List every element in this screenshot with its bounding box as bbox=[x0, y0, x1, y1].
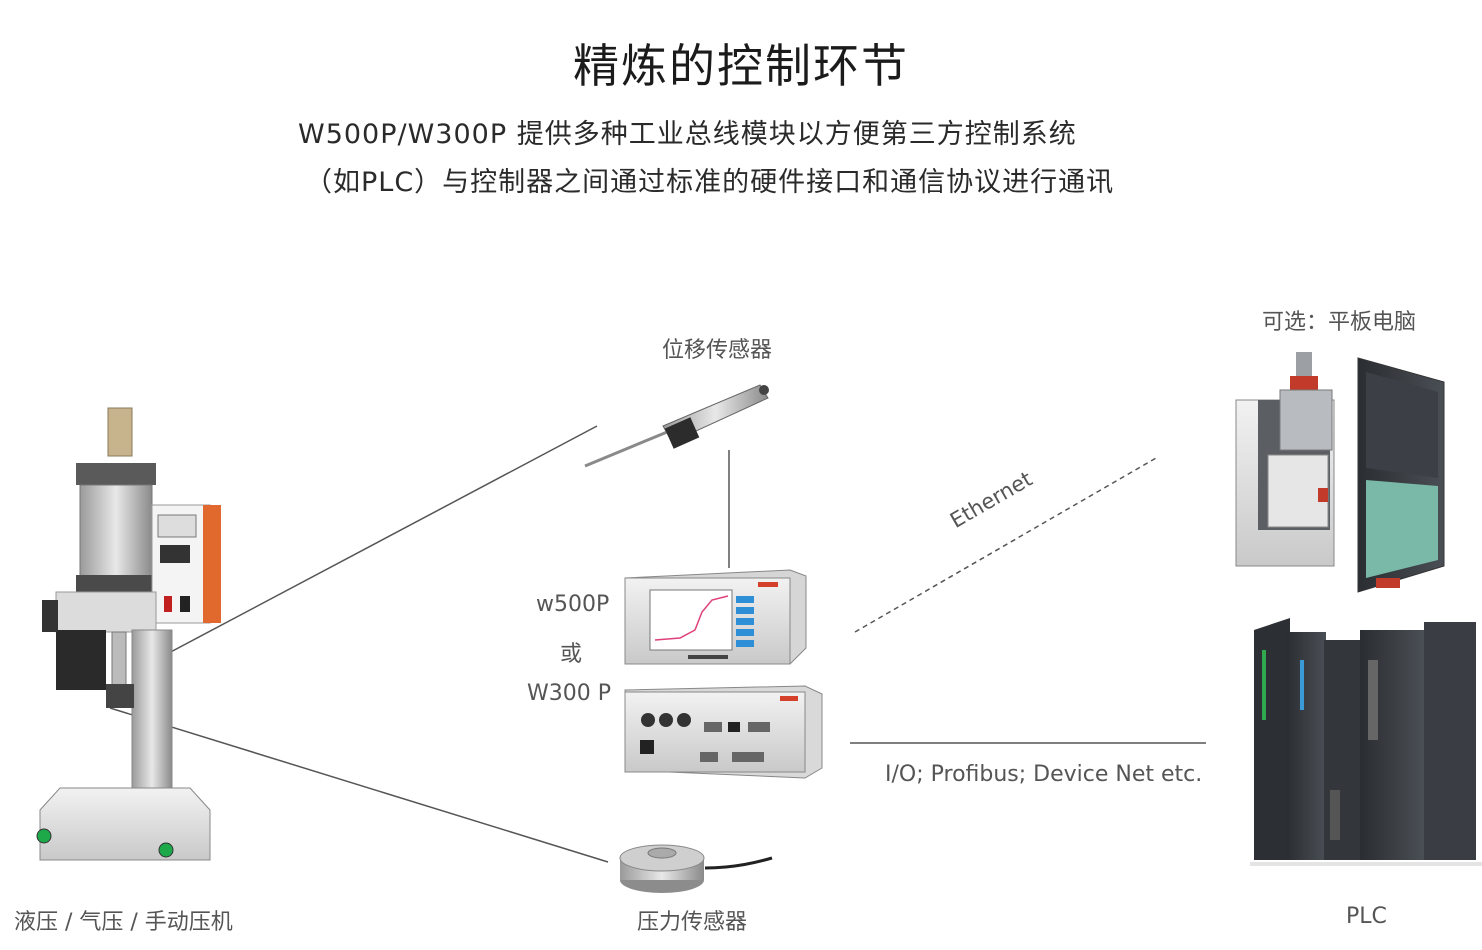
controller-w500p-label: w500P bbox=[536, 592, 610, 617]
plc-label: PLC bbox=[1346, 904, 1387, 929]
tablet-label: 可选：平板电脑 bbox=[1262, 310, 1417, 335]
press-machine-image bbox=[36, 407, 221, 861]
force-sensor-label: 压力传感器 bbox=[637, 910, 748, 935]
force-sensor-image bbox=[619, 844, 773, 893]
controller-w300p-label: W300 P bbox=[527, 681, 612, 706]
tablet-image bbox=[1235, 352, 1445, 593]
w500p-controller-image bbox=[624, 569, 807, 665]
fieldbus-label: I/O; Profibus; Device Net etc. bbox=[885, 762, 1203, 787]
press-label: 液压 / 气压 / 手动压机 bbox=[14, 910, 233, 935]
subtitle-line-1: W500P/W300P 提供多种工业总线模块以方便第三方控制系统 bbox=[298, 119, 1077, 150]
press-to-displacement-line bbox=[164, 425, 598, 656]
subtitle-line-2: （如PLC）与控制器之间通过标准的硬件接口和通信协议进行通讯 bbox=[305, 167, 1115, 198]
ethernet-line bbox=[854, 457, 1157, 633]
w300p-controller-image bbox=[624, 685, 823, 779]
controller-or-label: 或 bbox=[560, 642, 583, 667]
displacement-sensor-label: 位移传感器 bbox=[662, 338, 773, 363]
connection-lines bbox=[109, 425, 1206, 863]
plc-image bbox=[1250, 618, 1482, 866]
press-to-force-line bbox=[109, 707, 609, 863]
page-title: 精炼的控制环节 bbox=[573, 39, 909, 93]
displacement-sensor-image bbox=[584, 384, 769, 468]
